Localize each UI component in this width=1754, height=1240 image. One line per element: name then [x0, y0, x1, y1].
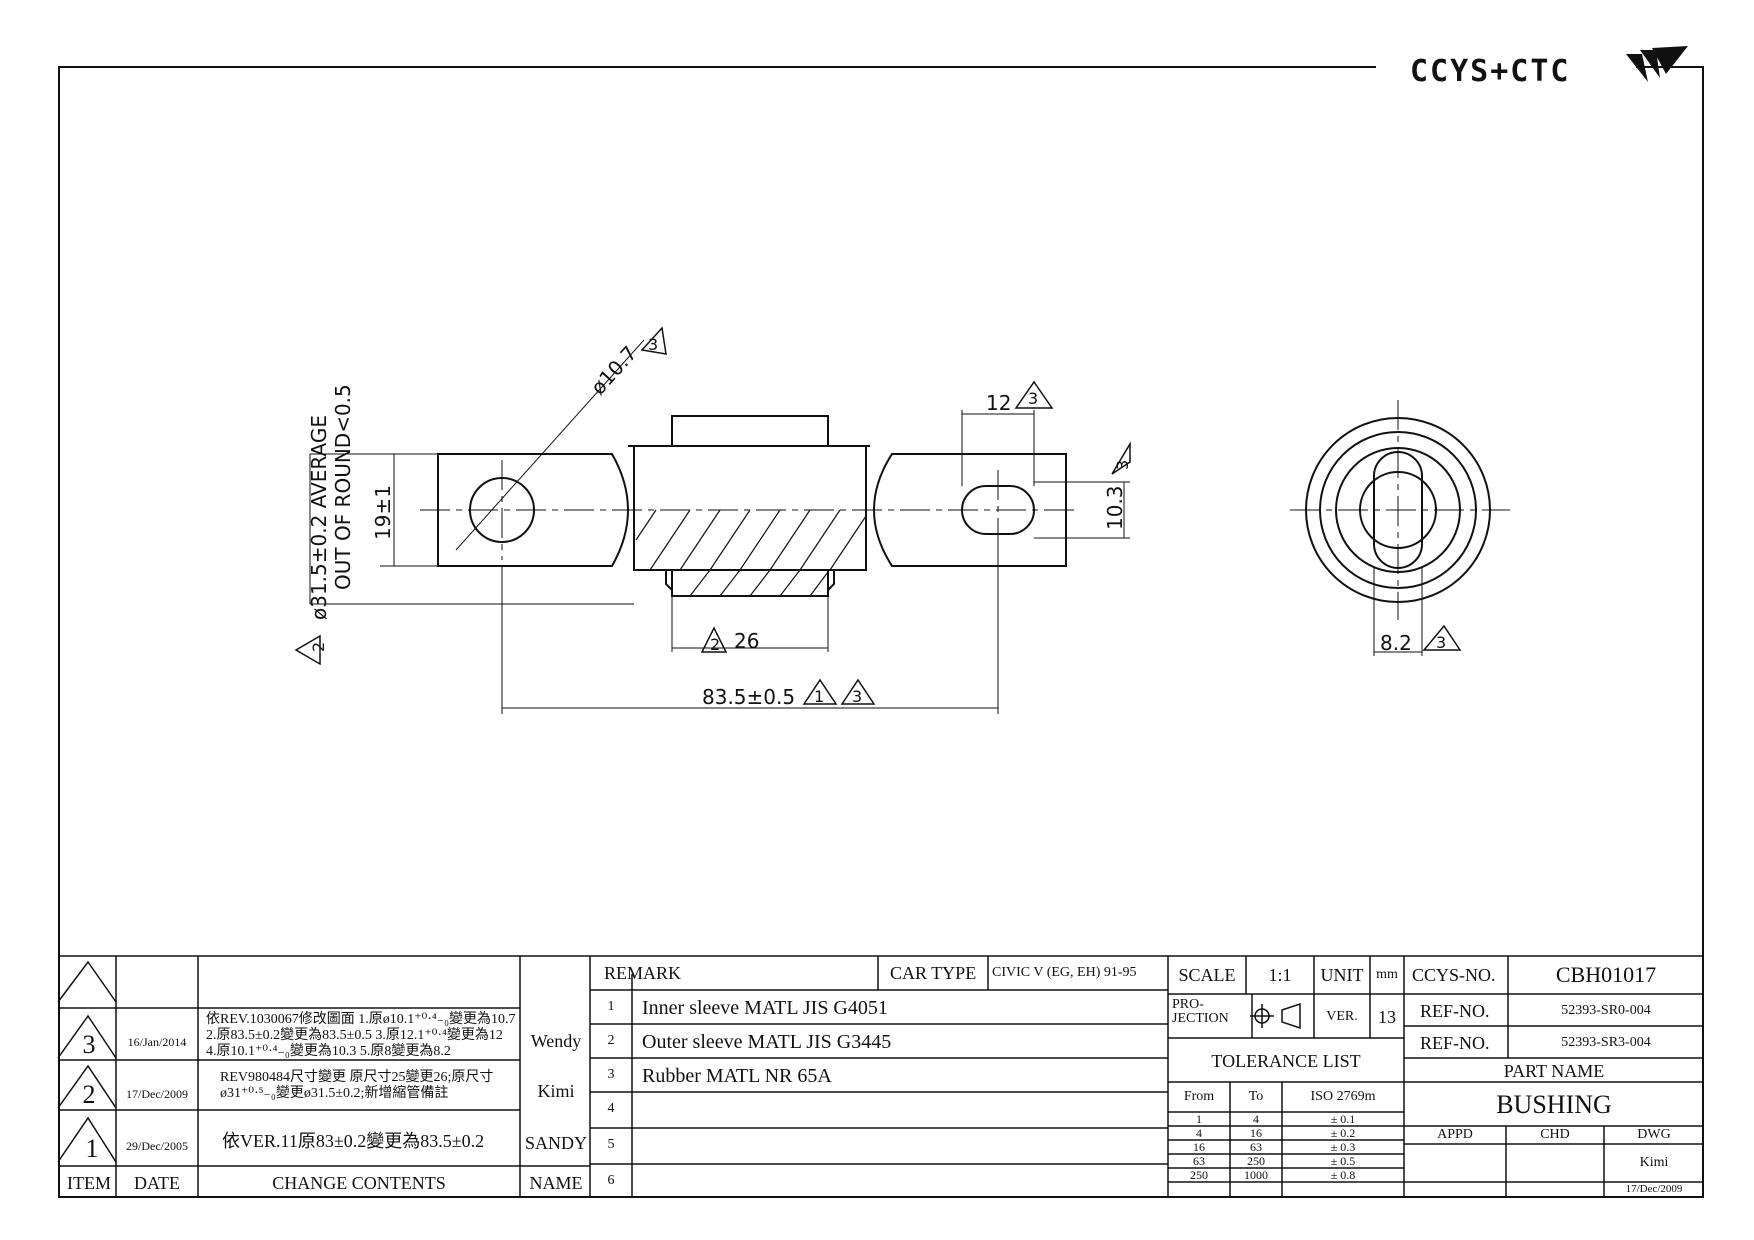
unit-value: mm [1376, 967, 1398, 982]
unit-label: UNIT [1320, 965, 1364, 985]
outer-sleeve [628, 415, 870, 597]
remark-no-6: 6 [607, 1173, 615, 1188]
tol-value-1: ± 0.1 [1330, 1112, 1356, 1126]
rev-date-3: 16/Jan/2014 [127, 1035, 187, 1049]
tol-value-2: ± 0.2 [1330, 1126, 1356, 1140]
section-hatching [635, 509, 867, 597]
projection-label: PRO- JECTION [1172, 997, 1229, 1026]
center-lines [420, 400, 1510, 620]
rev-mark-3-d: 3 [852, 687, 862, 706]
tol-from-2: 4 [1196, 1126, 1202, 1140]
tolerance-title: TOLERANCE LIST [1211, 1051, 1361, 1071]
tol-value-5: ± 0.8 [1330, 1168, 1356, 1182]
remark-no-2: 2 [607, 1033, 615, 1048]
wave-logo-icon [1626, 46, 1688, 82]
dimension-lines [309, 339, 1423, 714]
out-of-round-label: OUT OF ROUND<0.5 [331, 384, 355, 590]
ref-value-1: 52393-SR0-004 [1561, 1003, 1651, 1018]
part-name-label: PART NAME [1503, 1061, 1605, 1081]
sleeve-len-label: 26 [734, 629, 759, 653]
tol-head-from: From [1183, 1089, 1215, 1104]
remark-text-1: Inner sleeve MATL JIS G4051 [642, 997, 888, 1019]
company-logo: CCYS+CTC [1410, 44, 1700, 96]
ccys-value: CBH01017 [1555, 962, 1657, 987]
rev-change-1: 依VER.11原83±0.2變更為83.5±0.2 [222, 1131, 485, 1151]
flat-label: 8.2 [1380, 631, 1412, 655]
height-label: 19±1 [371, 485, 395, 540]
rev-item-1: 1 [85, 1134, 99, 1163]
width12-label: 12 [986, 391, 1011, 415]
remark-text-3: Rubber MATL NR 65A [642, 1065, 832, 1087]
rev-mark-2-a: 2 [309, 642, 328, 652]
tol-from-3: 16 [1193, 1140, 1205, 1154]
rev-name-1: SANDY [524, 1133, 588, 1153]
tol-to-1: 4 [1253, 1112, 1259, 1126]
tol-head-iso: ISO 2769m [1310, 1089, 1376, 1104]
hole-dia-label: ø10.7 [586, 341, 642, 399]
tol-head-to: To [1248, 1089, 1264, 1104]
remark-no-3: 3 [607, 1067, 615, 1082]
frame-gap [1376, 62, 1636, 70]
tol-from-5: 250 [1190, 1168, 1208, 1182]
rev-date-1: 29/Dec/2005 [126, 1139, 188, 1153]
dwg-label: DWG [1637, 1127, 1671, 1142]
ref-value-2: 52393-SR3-004 [1561, 1035, 1651, 1050]
logo-text: CCYS+CTC [1410, 54, 1571, 89]
rev-date-2: 17/Dec/2009 [126, 1087, 188, 1101]
car-type-label: CAR TYPE [890, 963, 977, 983]
appd-label: APPD [1437, 1127, 1473, 1142]
rev-name-2: Kimi [537, 1081, 575, 1101]
remark-no-4: 4 [607, 1101, 615, 1116]
tol-from-1: 1 [1196, 1112, 1202, 1126]
tol-value-3: ± 0.3 [1330, 1140, 1356, 1154]
ver-label: VER. [1326, 1009, 1358, 1024]
rev-mark-3-c: 3 [1113, 460, 1132, 470]
tol-to-2: 16 [1250, 1126, 1262, 1140]
rev-change-3: 依REV.1030067修改圖面 1.原ø10.1⁺⁰·⁴₋₀變更為10.7 2… [206, 1012, 516, 1060]
rev-mark-2-b: 2 [710, 635, 720, 654]
drawing-frame [58, 66, 1704, 1198]
ver-value: 13 [1378, 1007, 1396, 1027]
scale-label: SCALE [1178, 965, 1236, 985]
part-name-value: BUSHING [1496, 1090, 1612, 1119]
rev-mark-1: 1 [814, 687, 824, 706]
remark-text-2: Outer sleeve MATL JIS G3445 [642, 1031, 892, 1053]
car-type-value: CIVIC V (EG, EH) 91-95 [992, 965, 1137, 980]
tol-value-4: ± 0.5 [1330, 1154, 1356, 1168]
ccys-label: CCYS-NO. [1412, 965, 1496, 985]
scale-value: 1:1 [1268, 965, 1292, 985]
head-change: CHANGE CONTENTS [272, 1173, 446, 1193]
projection-symbol-icon [1250, 1002, 1301, 1030]
tol-to-5: 1000 [1244, 1168, 1268, 1182]
remark-no-5: 5 [607, 1137, 615, 1152]
dim103-label: 10.3 [1103, 485, 1127, 530]
remark-no-1: 1 [607, 999, 615, 1014]
chd-label: CHD [1540, 1127, 1570, 1142]
remark-label: REMARK [604, 963, 682, 983]
dwg-date: 17/Dec/2009 [1625, 1183, 1683, 1195]
ref-label-1: REF-NO. [1420, 1001, 1490, 1021]
tol-to-3: 63 [1250, 1140, 1262, 1154]
avg-dia-label: ø31.5±0.2 AVERAGE [307, 415, 331, 620]
tol-to-4: 250 [1247, 1154, 1265, 1168]
rev-item-3: 3 [82, 1030, 96, 1059]
rev-name-3: Wendy [530, 1031, 582, 1051]
rev-change-2: REV980484尺寸變更 原尺寸25變更26;原尺寸ø31⁺⁰·⁵₋₀變更ø3… [220, 1070, 494, 1102]
rev-mark-3-a: 3 [648, 335, 658, 354]
rev-mark-3-e: 3 [1436, 633, 1446, 652]
revision-triangles [294, 326, 1462, 705]
tol-from-4: 63 [1193, 1154, 1205, 1168]
title-block-grid [57, 955, 1704, 1198]
center-len-label: 83.5±0.5 [702, 685, 795, 709]
head-item: ITEM [67, 1173, 111, 1193]
head-name: NAME [529, 1173, 583, 1193]
rev-item-2: 2 [82, 1080, 96, 1109]
rev-mark-3-b: 3 [1028, 389, 1038, 408]
head-date: DATE [134, 1173, 180, 1193]
ref-label-2: REF-NO. [1420, 1033, 1490, 1053]
dwg-name: Kimi [1639, 1155, 1669, 1170]
